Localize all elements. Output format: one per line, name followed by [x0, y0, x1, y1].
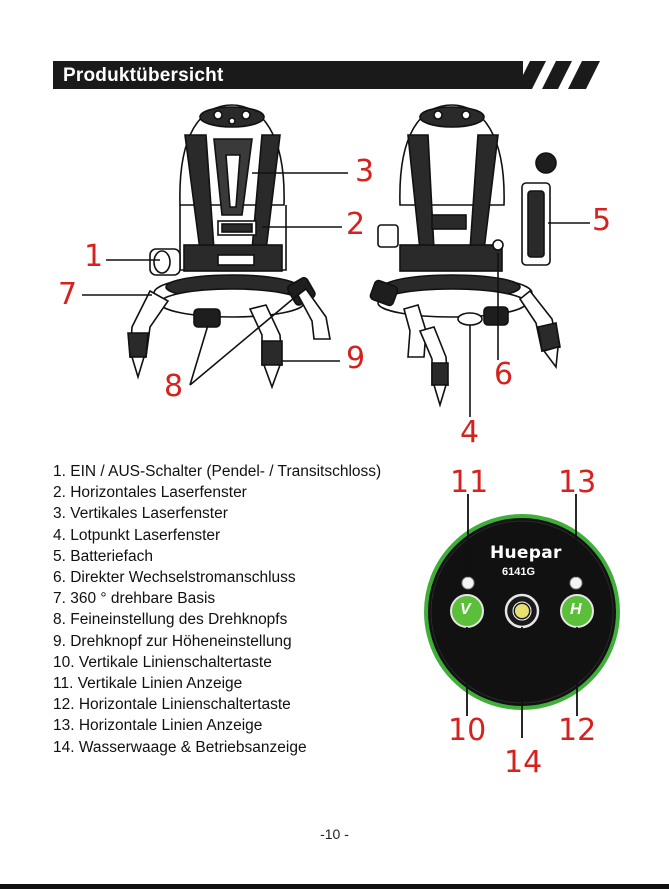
vertical-line-button-label: V: [460, 601, 471, 619]
callout-number-4: 4: [460, 418, 479, 448]
list-item: 10. Vertikale Linienschaltertaste: [53, 652, 381, 673]
list-item: 3. Vertikales Laserfenster: [53, 503, 381, 524]
brand-logo: Huepar: [490, 543, 562, 563]
callout-number-12: 12: [558, 716, 596, 746]
bottom-rule: [0, 884, 669, 889]
control-panel-illustration: Huepar 6141G V H 11 13 10 12 14: [424, 468, 669, 788]
callout-number-3: 3: [355, 157, 374, 187]
laser-level-front-view: [128, 105, 330, 387]
parts-list: 1. EIN / AUS-Schalter (Pendel- / Transit…: [53, 461, 381, 758]
list-item: 8. Feineinstellung des Drehknopfs: [53, 609, 381, 630]
section-title: Produktübersicht: [63, 62, 224, 90]
callout-number-11: 11: [450, 468, 488, 498]
callout-number-14: 14: [504, 748, 542, 778]
list-item: 2. Horizontales Laserfenster: [53, 482, 381, 503]
page-number: -10 -: [0, 826, 669, 842]
product-illustration: [0, 95, 669, 455]
callout-number-8: 8: [164, 372, 183, 402]
callout-number-7: 7: [58, 280, 77, 310]
callout-number-6: 6: [494, 360, 513, 390]
laser-level-rear-view: [369, 105, 560, 405]
list-item: 13. Horizontale Linien Anzeige: [53, 715, 381, 736]
list-item: 1. EIN / AUS-Schalter (Pendel- / Transit…: [53, 461, 381, 482]
callout-number-9: 9: [346, 344, 365, 374]
list-item: 7. 360 ° drehbare Basis: [53, 588, 381, 609]
header-stripes-decoration: [490, 61, 600, 89]
callout-number-13: 13: [558, 468, 596, 498]
callout-number-10: 10: [448, 716, 486, 746]
list-item: 11. Vertikale Linien Anzeige: [53, 673, 381, 694]
list-item: 12. Horizontale Linienschaltertaste: [53, 694, 381, 715]
model-number: 6141G: [502, 566, 535, 578]
callout-number-2: 2: [346, 210, 365, 240]
horizontal-line-button-label: H: [570, 601, 582, 619]
list-item: 14. Wasserwaage & Betriebsanzeige: [53, 737, 381, 758]
list-item: 9. Drehknopf zur Höheneinstellung: [53, 631, 381, 652]
callout-number-5: 5: [592, 206, 611, 236]
list-item: 5. Batteriefach: [53, 546, 381, 567]
callout-number-1: 1: [84, 242, 103, 272]
list-item: 6. Direkter Wechselstromanschluss: [53, 567, 381, 588]
list-item: 4. Lotpunkt Laserfenster: [53, 525, 381, 546]
